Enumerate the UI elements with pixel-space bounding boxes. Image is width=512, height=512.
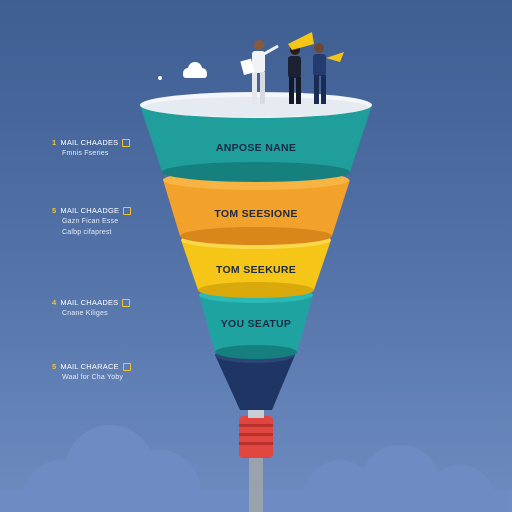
side-label-3-title: MAIL CHAADES: [60, 298, 119, 307]
side-label-2-title: MAIL CHAADGE: [60, 206, 120, 215]
megaphone-icon: [288, 32, 314, 50]
person-white-shirt: [240, 40, 279, 104]
team-figures: [240, 32, 344, 104]
side-label-2-line-2: Calbp cifaprest: [62, 229, 112, 236]
side-label-3-line-1: Cnane Kiliges: [62, 310, 108, 317]
badge-icon: [122, 139, 131, 148]
stage-1-label: ANPOSE NANE: [215, 142, 297, 154]
side-label-1-number: 1: [52, 138, 57, 147]
badge-icon: [122, 363, 131, 372]
sparkle-dot: [158, 76, 162, 80]
side-label-2-number: 5: [52, 206, 57, 215]
person-megaphone: [288, 32, 314, 104]
stage-2-label: TOM SEESIONE: [214, 208, 298, 220]
side-label-4-number: 5: [52, 362, 57, 371]
person-navy-suit: [313, 43, 344, 104]
cloud-icon: [183, 62, 207, 78]
side-label-4-line-1: Waal for Cha Yoby: [62, 374, 124, 381]
stage-4-label: YOU SEATUP: [220, 318, 292, 330]
side-label-4-title: MAIL CHARACE: [60, 362, 119, 371]
side-label-3-number: 4: [52, 298, 57, 307]
side-label-1-line-1: Fmnis Fseries: [62, 150, 109, 157]
funnel-stage-1: [140, 92, 372, 182]
side-label-2-line-1: Gazn Fican Esse: [62, 218, 119, 225]
flag-icon: [326, 52, 344, 62]
funnel-stem: [249, 455, 263, 512]
side-label-1-title: MAIL CHAADES: [60, 138, 119, 147]
funnel-nozzle: [239, 408, 273, 458]
stage-3-label: TOM SEEKURE: [215, 264, 297, 276]
badge-icon: [122, 299, 131, 308]
badge-icon: [123, 207, 132, 216]
